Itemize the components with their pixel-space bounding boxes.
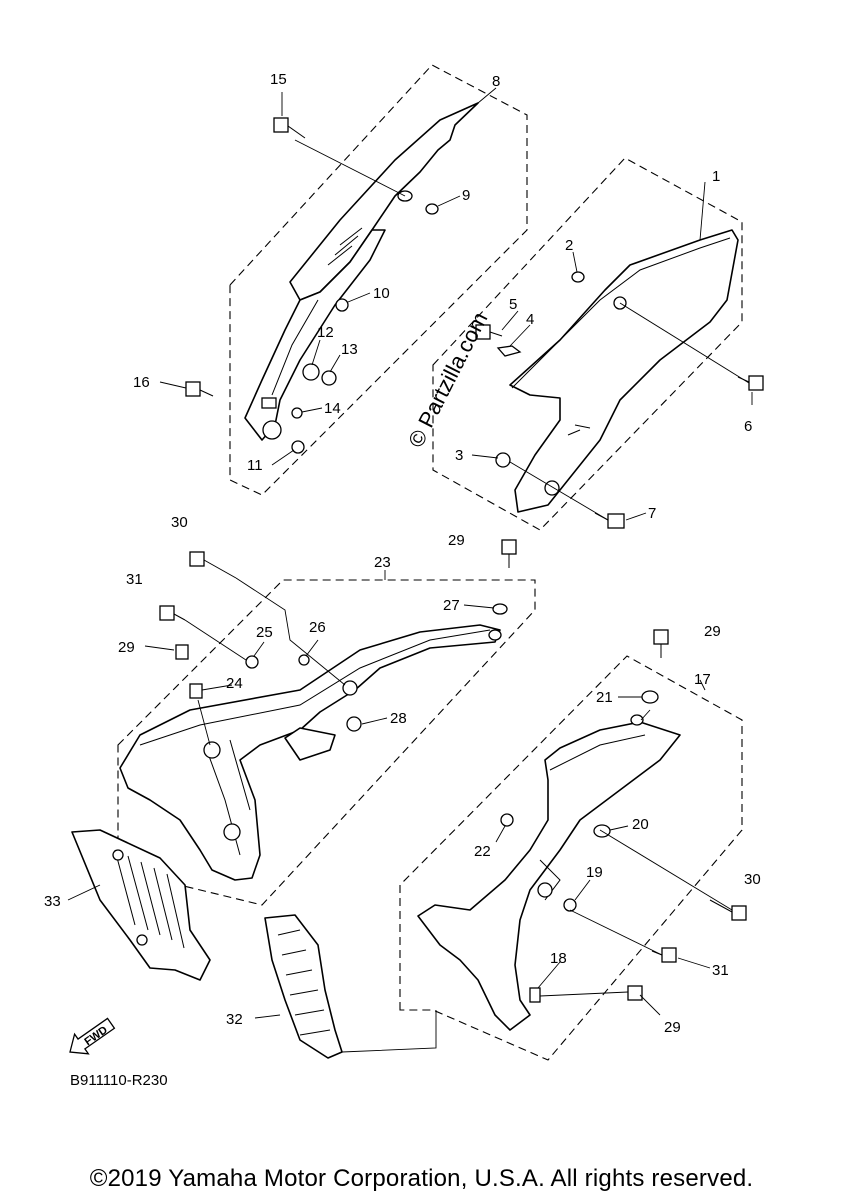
bolt-29-low [627,985,643,1001]
fwd-arrow-icon: FWD [69,1017,116,1055]
callout: 31 [126,571,143,588]
callout: 23 [374,554,391,571]
callout: 32 [226,1011,243,1028]
callout: 13 [341,341,358,358]
part-33-louver-panel [71,829,211,981]
callout: 15 [270,71,287,88]
washer-19 [563,898,577,912]
clip-4 [496,345,522,357]
callout: 29 [118,639,135,656]
assembly-box-8 [229,64,528,496]
callout: 29 [704,623,721,640]
callout: 10 [373,285,390,302]
callout: 29 [448,532,465,549]
callout: 27 [443,597,460,614]
callout: 30 [744,871,761,888]
callout: 14 [324,400,341,417]
nut-26 [298,654,310,666]
callout: 6 [744,418,752,435]
collar-24 [189,683,203,699]
callout: 5 [509,296,517,313]
collar-2 [571,271,585,283]
diagram-code: B911110-R230 [70,1072,168,1089]
bolt-31-top [159,605,186,621]
nut-22 [500,813,514,827]
callout: 18 [550,950,567,967]
leader-lines [67,87,753,1053]
callout: 21 [596,689,613,706]
part-17-lower-cover [417,714,681,1031]
callout: 11 [247,457,263,474]
grommet-3 [495,452,511,468]
callout: 25 [256,624,273,641]
callout: 26 [309,619,326,636]
collar-28 [346,716,362,732]
part-32-grille [264,914,343,1059]
callout: 28 [390,710,407,727]
bolt-16 [185,381,214,397]
assembly-box-17 [399,655,743,1061]
part-23-side-frame [119,624,502,881]
bolt-29-mid [501,539,517,568]
washer-14 [291,407,303,419]
washer-11 [291,440,305,454]
collar-13 [321,370,337,386]
callout: 31 [712,962,729,979]
callout: 22 [474,843,491,860]
callout: 33 [44,893,61,910]
callout: 29 [664,1019,681,1036]
bolt-29-right [653,629,669,658]
clip-18 [529,987,541,1003]
bolt-29-left [175,644,189,660]
bolt-5 [475,324,503,340]
washer-10 [335,298,349,312]
callout-labels: 1 2 3 4 5 6 7 8 9 10 11 12 13 14 15 16 1… [44,71,761,1036]
bolt-30-top [189,551,237,579]
callout: 3 [455,447,463,464]
callout: 1 [712,168,720,185]
washer-21 [641,690,659,704]
bolt-30-low [709,899,747,921]
hardware [159,117,764,1003]
callout: 2 [565,237,573,254]
callout: 20 [632,816,649,833]
grommet-25 [245,655,259,669]
grommet-9 [425,203,439,215]
assembly-box-1 [432,157,743,531]
callout: 4 [526,311,534,328]
callout: 12 [317,324,334,341]
bolt-31-low [651,947,677,963]
callout: 19 [586,864,603,881]
part-1-side-cover [509,229,739,513]
callout: 16 [133,374,150,391]
callout: 9 [462,187,470,204]
part-8-upper-cover [244,102,479,441]
callout: 30 [171,514,188,531]
callout: 24 [226,675,243,692]
washer-27 [492,603,508,615]
callout: 17 [694,671,711,688]
callout: 7 [648,505,656,522]
collar-12 [302,363,320,381]
callout: 8 [492,73,500,90]
bolt-15 [273,117,306,139]
copyright-notice: ©2019 Yamaha Motor Corporation, U.S.A. A… [89,1165,754,1192]
